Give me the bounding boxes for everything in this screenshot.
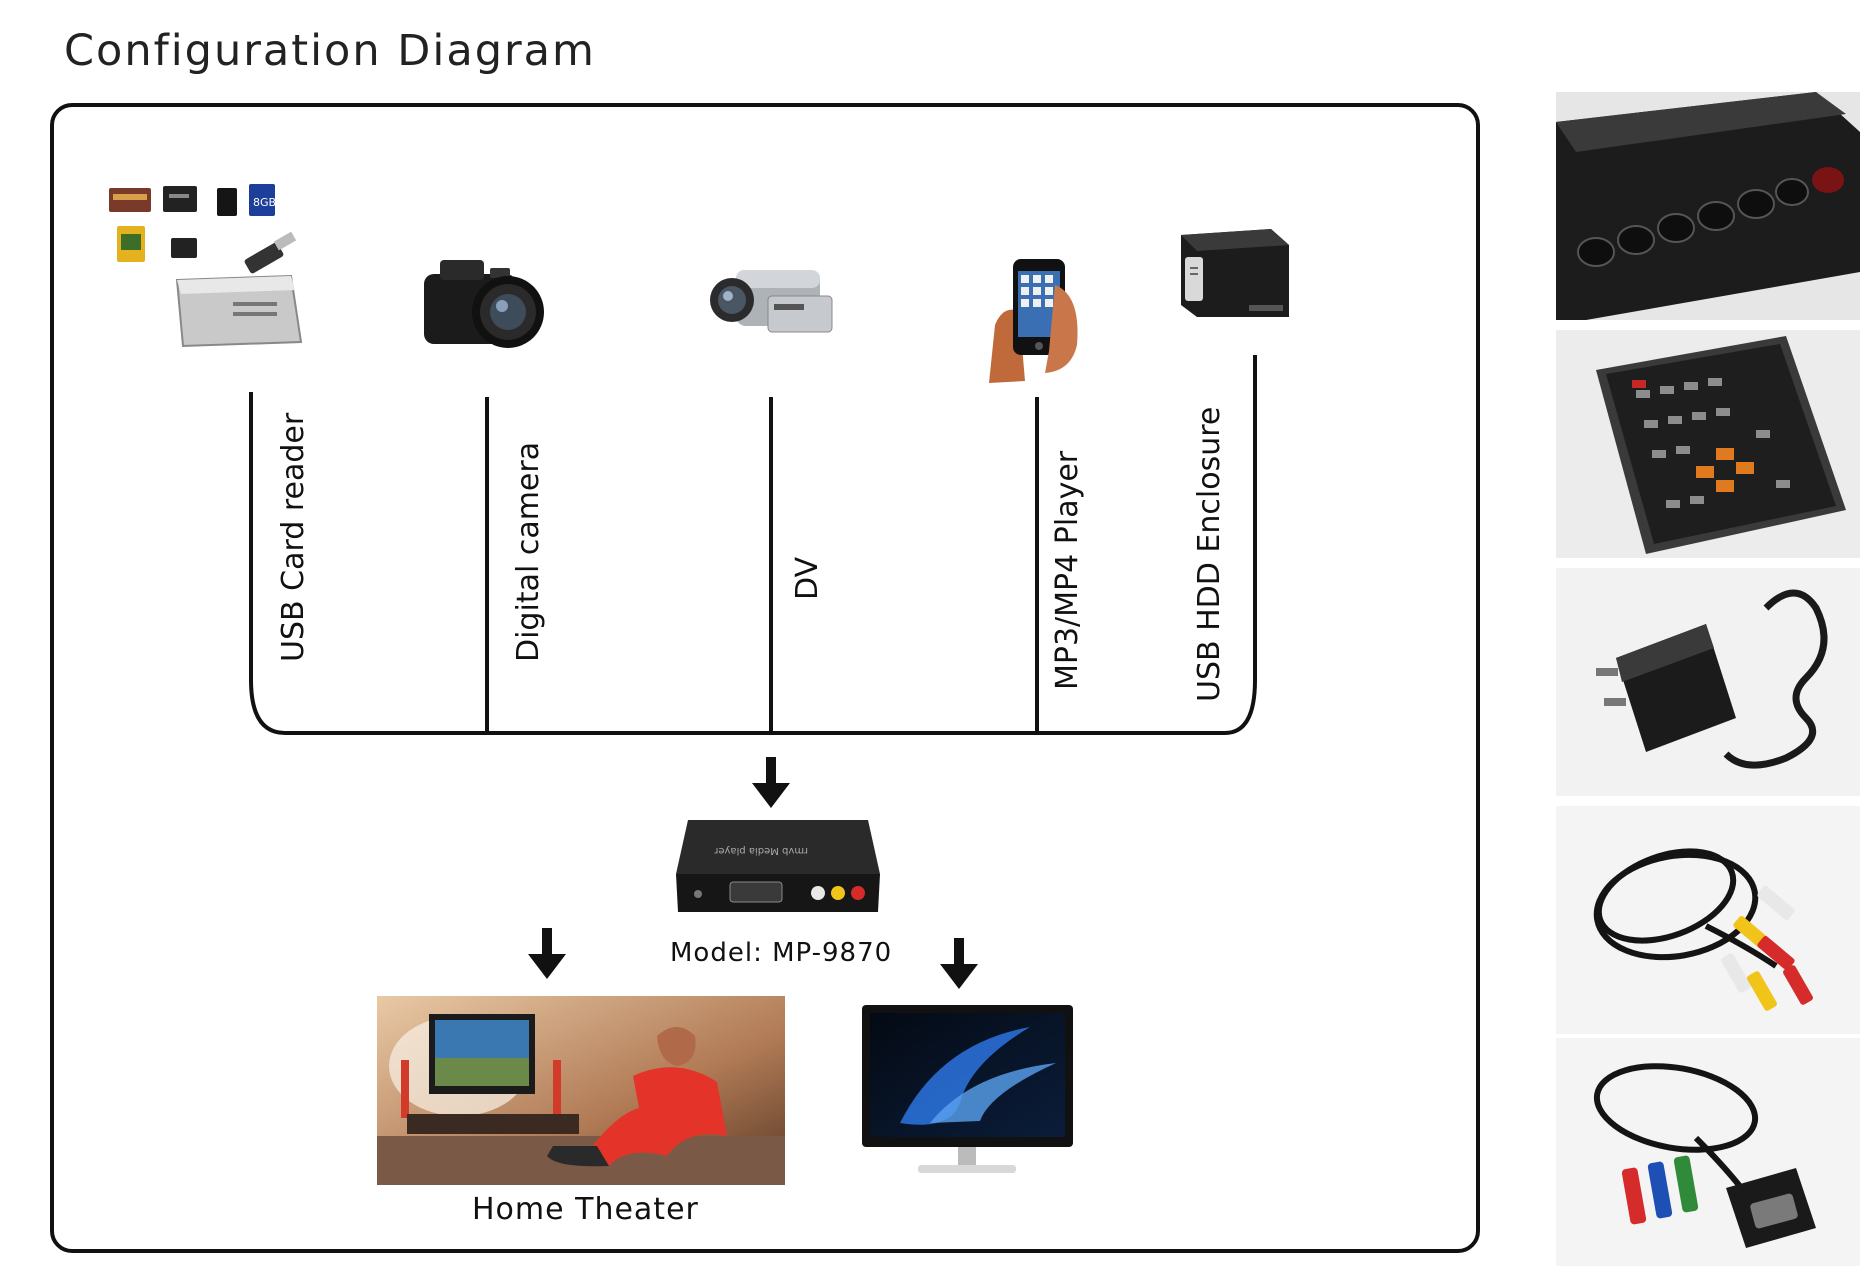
power-adapter-photo: [1556, 568, 1860, 796]
usb-card-reader-icon: 8GB: [109, 184, 303, 348]
source-label-dv: DV: [790, 556, 825, 600]
svg-text:8GB: 8GB: [253, 196, 276, 209]
arrow-down-icon: [528, 928, 566, 979]
arrow-down-icon: [752, 757, 790, 808]
diagram-frame: [50, 103, 1480, 1253]
home-theater-label: Home Theater: [472, 1192, 699, 1227]
hdd-enclosure-icon: [1181, 229, 1289, 317]
source-label-mp3-player: MP3/MP4 Player: [1050, 450, 1085, 690]
home-theater-photo: [377, 996, 785, 1185]
digital-camera-icon: [424, 260, 544, 348]
source-label-usb-card-reader: USB Card reader: [276, 412, 311, 662]
device-printed-text: rmvb Media player: [713, 845, 808, 856]
monitor-icon: [862, 1005, 1073, 1173]
media-player-device-icon: rmvb Media player: [676, 820, 880, 912]
arrow-down-icon: [940, 938, 978, 989]
vga-cable-photo: [1556, 1038, 1860, 1266]
device-model-label: Model: MP-9870: [670, 938, 893, 968]
camcorder-icon: [710, 270, 833, 333]
mp3-player-icon: [989, 259, 1078, 383]
bracket-line: [249, 355, 1257, 735]
player-buttons-photo: [1556, 92, 1860, 320]
source-label-digital-camera: Digital camera: [511, 441, 546, 662]
remote-control-photo: [1556, 330, 1860, 558]
diagram-title: Configuration Diagram: [64, 26, 596, 76]
av-cable-photo: [1556, 806, 1860, 1034]
source-label-usb-hdd: USB HDD Enclosure: [1192, 406, 1227, 702]
